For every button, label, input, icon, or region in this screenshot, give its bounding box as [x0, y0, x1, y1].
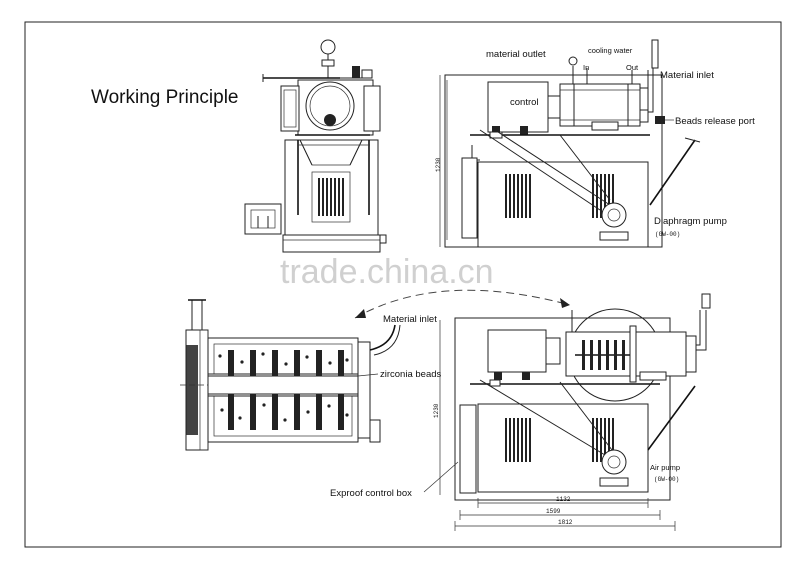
label-air-pump-model: (GW-00)	[654, 476, 679, 483]
drawing-frame	[24, 21, 782, 548]
page-title: Working Principle	[91, 87, 238, 108]
side-view-drawing-top	[439, 39, 701, 248]
label-diaphragm-pump: Diaphragm pump	[654, 216, 727, 227]
label-material-inlet-mid: Material inlet	[383, 314, 437, 325]
dimension-height-top: 1230	[435, 157, 442, 172]
label-beads-release-port: Beads release port	[675, 116, 755, 127]
label-material-outlet: material outlet	[486, 49, 546, 60]
label-material-inlet-top: Material inlet	[660, 70, 714, 81]
label-in: In	[583, 63, 589, 72]
dimension-width-1: 1132	[556, 496, 571, 503]
dimension-width-2: 1599	[546, 508, 561, 515]
label-cooling-water: cooling water	[588, 46, 633, 55]
watermark-text: trade.china.cn	[280, 253, 494, 291]
label-out: Out	[626, 63, 639, 72]
label-air-pump: Air pump	[650, 463, 680, 472]
front-view-drawing	[244, 39, 387, 253]
callout-arc	[354, 289, 571, 319]
side-view-drawing-bottom	[439, 293, 711, 531]
section-view-drawing	[180, 299, 401, 451]
label-zirconia-beads: zirconia beads	[380, 369, 442, 380]
dimension-width-3: 1812	[558, 519, 573, 526]
label-control: control	[510, 97, 539, 108]
label-diaphragm-pump-model: (GW-00)	[655, 231, 680, 238]
label-exproof-control-box: Exproof control box	[330, 488, 412, 499]
dimension-height-bottom: 1230	[433, 403, 440, 418]
